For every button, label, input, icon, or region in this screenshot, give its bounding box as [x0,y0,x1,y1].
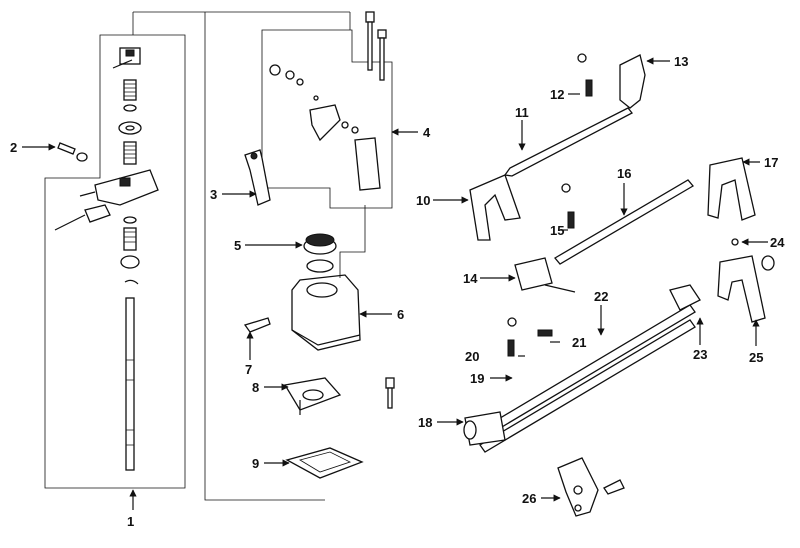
callout-20: 20 [465,349,479,364]
callout-7: 7 [245,362,252,377]
callout-9: 9 [252,456,259,471]
callout-21: 21 [572,335,586,350]
callout-arrows [22,57,768,510]
callout-8: 8 [252,380,259,395]
callout-19: 19 [470,371,484,386]
callout-14: 14 [463,271,478,286]
callout-3: 3 [210,187,217,202]
shift-rails-forks [463,53,775,453]
callout-12: 12 [550,87,564,102]
callout-24: 24 [770,235,785,250]
callout-16: 16 [617,166,631,181]
callout-23: 23 [693,347,707,362]
callout-4: 4 [423,125,431,140]
callout-15: 15 [550,223,564,238]
callout-26: 26 [522,491,536,506]
callout-labels: 1 2 3 4 5 6 7 8 9 10 11 12 13 14 15 16 1… [10,54,785,529]
callout-1: 1 [127,514,134,529]
bracket-26 [557,457,625,517]
shift-shaft-assembly [44,11,350,489]
callout-18: 18 [418,415,432,430]
callout-10: 10 [416,193,430,208]
shift-housing-assembly [204,11,395,501]
callout-2: 2 [10,140,17,155]
callout-17: 17 [764,155,778,170]
callout-25: 25 [749,350,763,365]
callout-13: 13 [674,54,688,69]
callout-6: 6 [397,307,404,322]
callout-5: 5 [234,238,241,253]
callout-22: 22 [594,289,608,304]
callout-11: 11 [515,105,529,120]
